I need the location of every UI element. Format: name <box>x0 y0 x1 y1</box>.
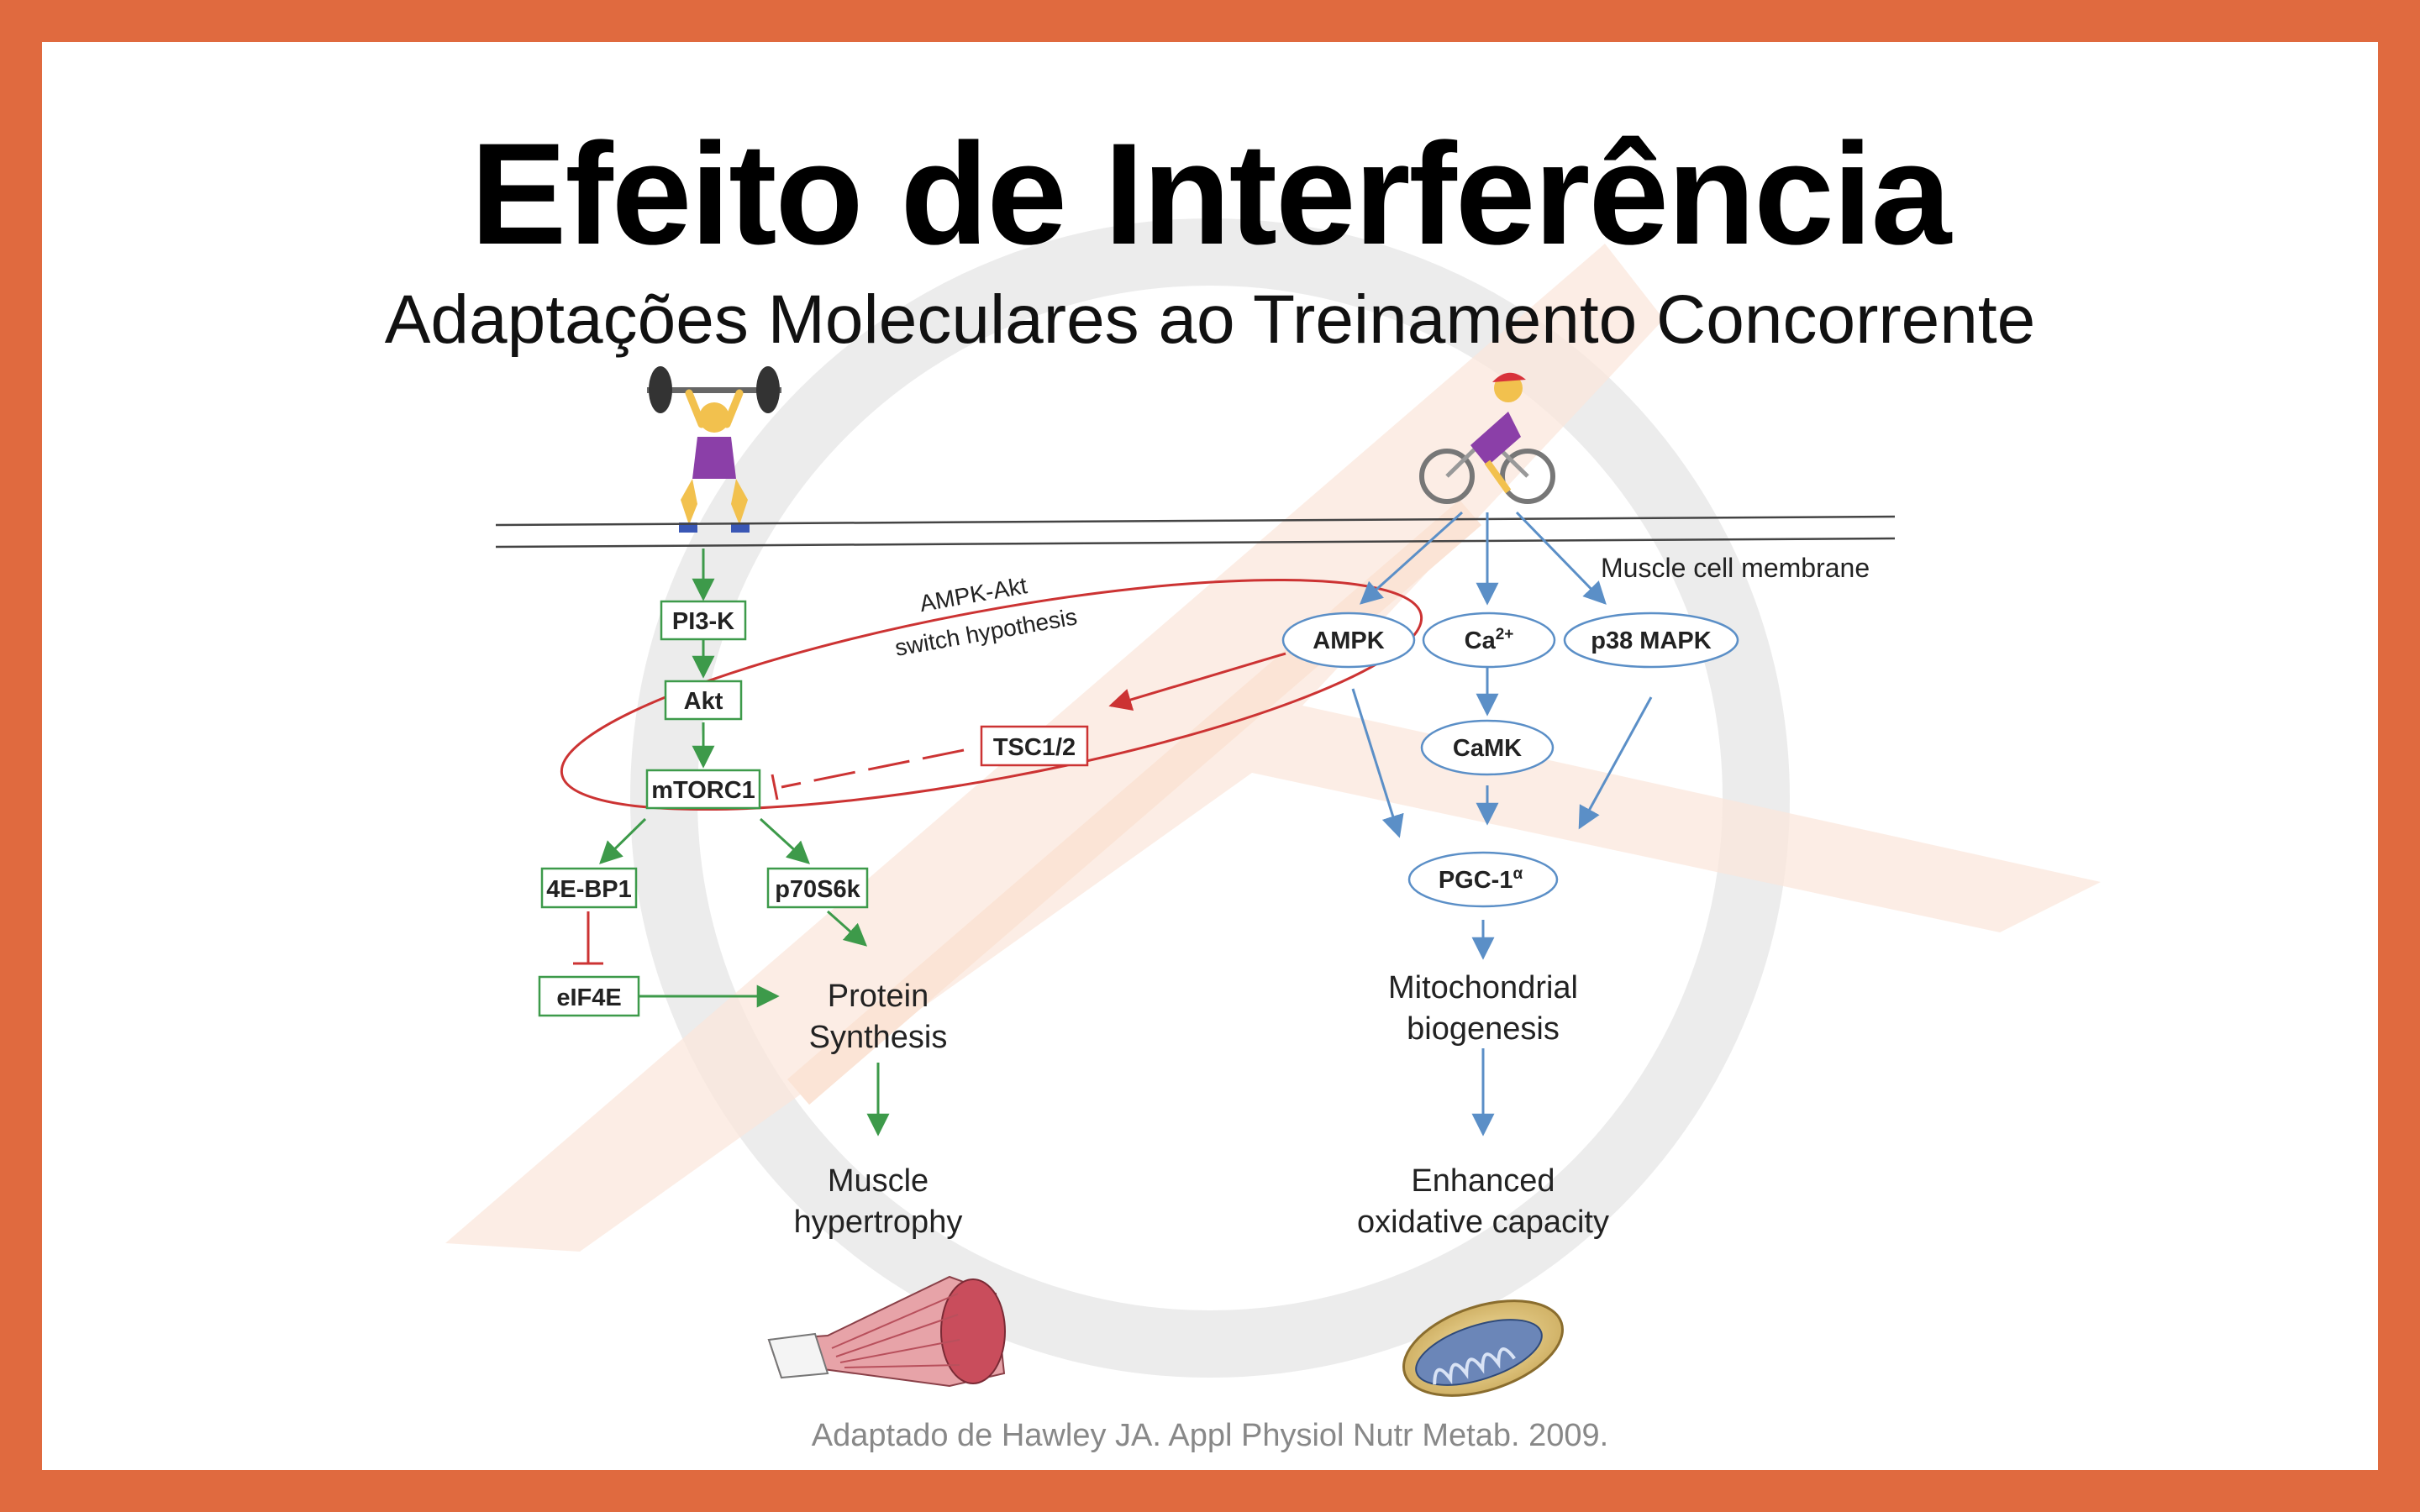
node-4ebp1: 4E-BP1 <box>540 867 638 909</box>
node-mtorc1-label: mTORC1 <box>651 777 755 804</box>
outcome-mitochondrial-biogenesis: Mitochondrial biogenesis <box>1388 970 1578 1047</box>
node-pi3k-label: PI3-K <box>672 608 734 635</box>
node-p38mapk: p38 MAPK <box>1563 612 1739 669</box>
node-ampk: AMPK <box>1281 612 1416 669</box>
cell-membrane <box>495 515 1896 549</box>
node-pi3k: PI3-K <box>660 600 747 641</box>
outcome-muscle-hypertrophy: Muscle hypertrophy <box>794 1163 963 1240</box>
inhibition-4ebp1-eif4e <box>573 911 603 965</box>
node-calcium-label: Ca2+ <box>1465 626 1514 654</box>
hypothesis-label-line1: AMPK-Akt <box>918 572 1029 617</box>
node-eif4e: eIF4E <box>538 975 640 1017</box>
node-p38mapk-label: p38 MAPK <box>1591 627 1711 654</box>
node-eif4e-label: eIF4E <box>556 984 621 1011</box>
node-p70s6k-label: p70S6k <box>775 876 860 903</box>
protein-synthesis-line1: Protein <box>828 979 929 1014</box>
mitochondrion-icon <box>1402 1299 1564 1397</box>
node-ampk-label: AMPK <box>1313 627 1384 654</box>
slide: Muscle cell membrane AMPK-Akt switch hyp… <box>42 42 2378 1470</box>
oxidative-line2: oxidative capacity <box>1357 1205 1609 1240</box>
node-camk-label: CaMK <box>1453 735 1522 762</box>
node-akt-label: Akt <box>684 688 723 715</box>
oxidative-line1: Enhanced <box>1411 1163 1555 1199</box>
node-4ebp1-label: 4E-BP1 <box>546 876 632 903</box>
resistance-arrows <box>599 549 890 1137</box>
node-pgc1a-superscript: α <box>1512 865 1523 883</box>
node-pgc1a-base: PGC-1 <box>1439 867 1513 894</box>
node-calcium-superscript: 2+ <box>1496 626 1514 643</box>
mito-line1: Mitochondrial <box>1388 970 1578 1005</box>
switch-hypothesis-ellipse <box>560 578 1423 811</box>
node-akt: Akt <box>664 680 743 721</box>
endurance-arrows <box>1351 511 1653 1137</box>
hypertrophy-line1: Muscle <box>828 1163 929 1199</box>
mito-line2: biogenesis <box>1407 1011 1560 1047</box>
weightlifter-icon <box>647 366 781 533</box>
ampk-tsc-inhibition <box>771 652 1286 801</box>
protein-synthesis-line2: Synthesis <box>809 1020 948 1055</box>
node-mtorc1: mTORC1 <box>645 769 761 810</box>
outcome-oxidative-capacity: Enhanced oxidative capacity <box>1357 1163 1609 1240</box>
node-tsc12: TSC1/2 <box>980 725 1089 767</box>
citation: Adaptado de Hawley JA. Appl Physiol Nutr… <box>811 1418 1609 1453</box>
hypertrophy-line2: hypertrophy <box>794 1205 963 1240</box>
node-camk: CaMK <box>1420 719 1555 776</box>
page-title: Efeito de Interferência <box>470 113 1952 275</box>
node-pgc1a: PGC-1α <box>1407 851 1559 908</box>
node-calcium-base: Ca <box>1465 627 1497 654</box>
node-p70s6k: p70S6k <box>766 867 869 909</box>
pathway-diagram: Muscle cell membrane AMPK-Akt switch hyp… <box>445 218 2101 1397</box>
node-tsc12-label: TSC1/2 <box>993 734 1076 761</box>
node-pgc1a-label: PGC-1α <box>1439 865 1523 894</box>
membrane-label: Muscle cell membrane <box>1601 553 1870 583</box>
cyclist-icon <box>1419 372 1555 504</box>
muscle-fiber-icon <box>767 1275 1006 1388</box>
node-calcium: Ca2+ <box>1422 612 1556 669</box>
page-subtitle: Adaptações Moleculares ao Treinamento Co… <box>384 281 2036 358</box>
outcome-protein-synthesis: Protein Synthesis <box>809 979 948 1055</box>
